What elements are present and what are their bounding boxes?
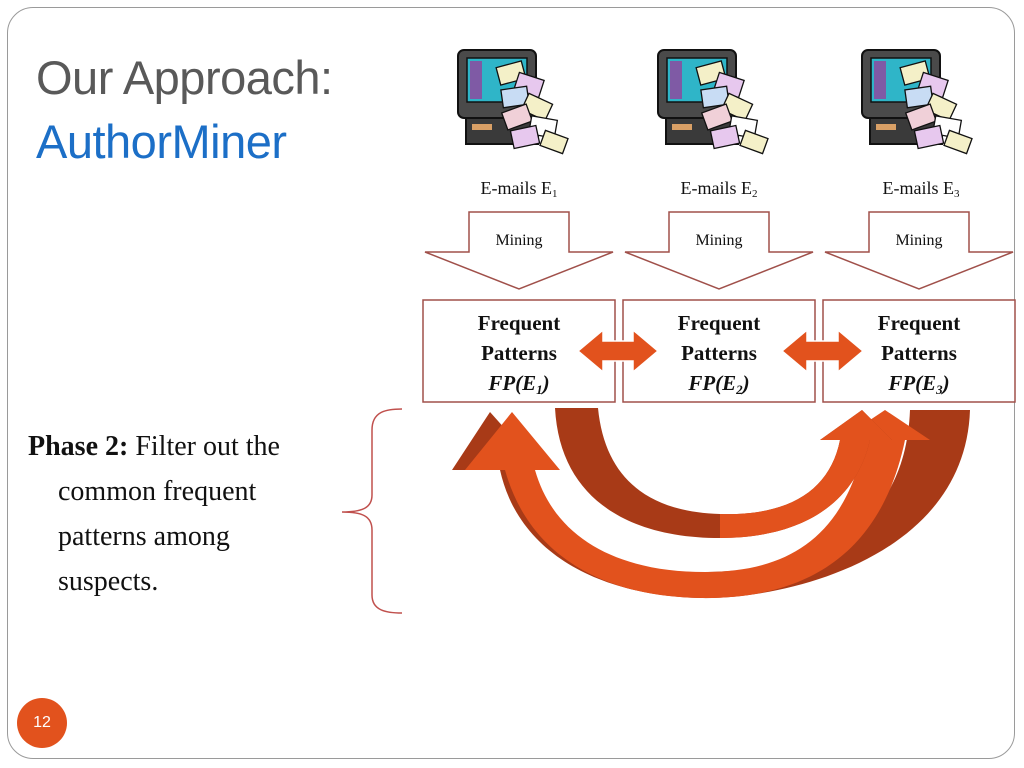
computer-mail-icon	[861, 49, 974, 155]
fp-formula-subscript: 1	[536, 382, 543, 397]
fp-formula-prefix: FP(E	[688, 371, 737, 395]
slide-title: Our Approach:	[36, 51, 333, 104]
fp-formula-prefix: FP(E	[888, 371, 937, 395]
computer-mail-icon	[657, 49, 770, 155]
fp-formula: FP(E1)	[423, 368, 615, 405]
phase-line3: patterns among	[58, 521, 230, 552]
email-label: E-mails E3	[831, 178, 1011, 200]
double-arrow-icon	[576, 328, 660, 374]
curly-brace	[341, 408, 403, 614]
phase-line2: common frequent	[58, 476, 257, 507]
email-label-text: E-mails E	[480, 178, 552, 198]
email-label-subscript: 2	[751, 188, 758, 200]
fp-box-text: Frequent Patterns FP(E1)	[423, 308, 615, 405]
email-label-text: E-mails E	[882, 178, 954, 198]
fp-box-text: Frequent Patterns FP(E3)	[823, 308, 1015, 405]
email-label-subscript: 3	[953, 188, 960, 200]
fp-formula-prefix: FP(E	[488, 371, 537, 395]
fp-box-text: Frequent Patterns FP(E2)	[623, 308, 815, 405]
fp-line1: Frequent	[677, 311, 761, 335]
phase-description: Phase 2: Filter out the common frequent …	[28, 424, 358, 604]
double-arrow-icon	[780, 328, 865, 374]
curved-arrow-orange	[465, 410, 930, 598]
fp-formula-suffix: )	[542, 371, 550, 395]
mining-arrow	[424, 211, 614, 290]
email-label-text: E-mails E	[680, 178, 752, 198]
page-number-badge: 12	[17, 698, 67, 748]
fp-line2: Patterns	[481, 341, 557, 365]
fp-line1: Frequent	[877, 311, 961, 335]
fp-line2: Patterns	[881, 341, 957, 365]
phase-line4: suspects.	[58, 566, 159, 597]
fp-line1: Frequent	[477, 311, 561, 335]
phase-label: Phase 2:	[28, 431, 129, 462]
fp-formula-suffix: )	[742, 371, 750, 395]
mining-arrow	[624, 211, 814, 290]
mining-label: Mining	[695, 232, 743, 249]
fp-formula-suffix: )	[942, 371, 950, 395]
mining-label: Mining	[895, 232, 943, 249]
email-label: E-mails E2	[629, 178, 809, 200]
mining-arrow	[824, 211, 1014, 290]
phase-line1-rest: Filter out the	[128, 431, 280, 462]
mining-label: Mining	[495, 232, 543, 249]
fp-formula-subscript: 3	[936, 382, 943, 397]
fp-line2: Patterns	[681, 341, 757, 365]
slide-subtitle: AuthorMiner	[36, 115, 287, 168]
email-label: E-mails E1	[429, 178, 609, 200]
inner-curved-arrow-orange	[720, 410, 892, 538]
fp-formula: FP(E2)	[623, 368, 815, 405]
computer-mail-icon	[457, 49, 570, 155]
email-label-subscript: 1	[551, 188, 558, 200]
phase-line1: Phase 2: Filter out the	[28, 431, 280, 462]
fp-formula-subscript: 2	[736, 382, 743, 397]
fp-formula: FP(E3)	[823, 368, 1015, 405]
